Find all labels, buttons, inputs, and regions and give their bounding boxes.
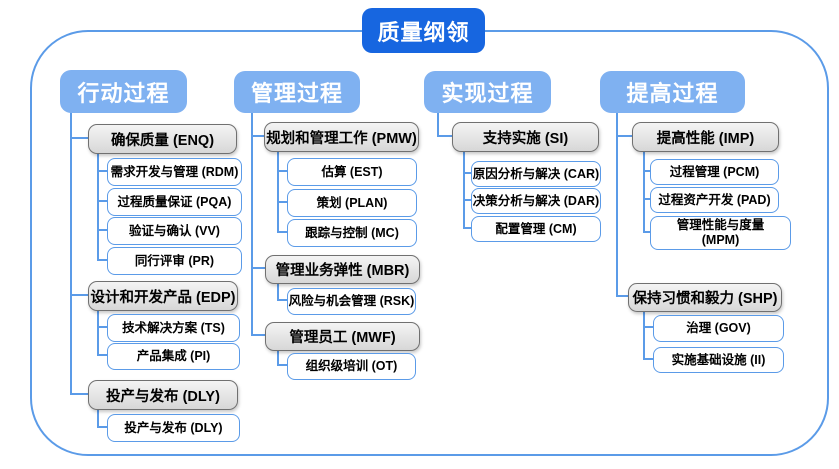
connector-line (70, 112, 72, 395)
item-box-ts: 技术解决方案 (TS) (107, 314, 240, 342)
item-box-dar: 决策分析与解决 (DAR) (471, 188, 601, 214)
connector-line (70, 294, 88, 296)
item-box-est: 估算 (EST) (287, 158, 417, 186)
connector-line (97, 309, 99, 356)
connector-line (251, 113, 253, 336)
connector-line (643, 198, 650, 200)
connector-line (277, 282, 279, 300)
connector-line (97, 152, 99, 261)
item-box-cm: 配置管理 (CM) (471, 216, 601, 242)
connector-line (97, 426, 107, 428)
connector-line (277, 170, 287, 172)
group-box-edp: 设计和开发产品 (EDP) (88, 281, 238, 311)
connector-line (277, 150, 279, 232)
connector-line (70, 393, 88, 395)
group-box-mbr: 管理业务弹性 (MBR) (265, 255, 420, 284)
connector-line (616, 295, 628, 297)
branch-header-action-process: 行动过程 (60, 70, 187, 113)
connector-line (643, 231, 650, 233)
item-box-mpm: 管理性能与度量 (MPM) (650, 216, 791, 250)
connector-line (643, 150, 645, 233)
connector-line (463, 150, 465, 229)
item-box-mc: 跟踪与控制 (MC) (287, 219, 417, 247)
connector-line (70, 137, 88, 139)
connector-line (463, 172, 471, 174)
connector-line (616, 113, 618, 297)
connector-line (97, 229, 107, 231)
connector-line (277, 349, 279, 366)
connector-line (97, 170, 107, 172)
connector-line (97, 408, 99, 428)
item-box-ii: 实施基础设施 (II) (653, 347, 784, 373)
connector-line (277, 201, 287, 203)
item-box-pr: 同行评审 (PR) (107, 247, 242, 275)
diagram-title: 质量纲领 (362, 8, 485, 53)
connector-line (643, 358, 653, 360)
connector-line (437, 113, 439, 137)
connector-line (463, 227, 471, 229)
connector-line (97, 354, 107, 356)
item-box-gov: 治理 (GOV) (653, 315, 784, 342)
connector-line (643, 310, 645, 359)
item-box-dly: 投产与发布 (DLY) (107, 414, 240, 442)
branch-header-improvement-process: 提高过程 (600, 71, 745, 113)
group-box-dly: 投产与发布 (DLY) (88, 380, 238, 410)
item-box-pcm: 过程管理 (PCM) (650, 159, 779, 185)
group-box-si: 支持实施 (SI) (452, 122, 599, 152)
connector-line (463, 199, 471, 201)
connector-line (251, 135, 264, 137)
connector-line (616, 135, 632, 137)
item-box-pi: 产品集成 (PI) (107, 343, 240, 370)
group-box-imp: 提高性能 (IMP) (632, 122, 779, 152)
item-box-ot: 组织级培训 (OT) (287, 353, 416, 380)
item-box-pqa: 过程质量保证 (PQA) (107, 188, 242, 216)
connector-line (97, 200, 107, 202)
connector-line (277, 231, 287, 233)
item-box-plan: 策划 (PLAN) (287, 189, 417, 217)
connector-line (251, 267, 265, 269)
connector-line (277, 364, 287, 366)
item-box-rdm: 需求开发与管理 (RDM) (107, 158, 242, 186)
group-box-mwf: 管理员工 (MWF) (265, 322, 420, 351)
connector-line (437, 135, 452, 137)
branch-header-realization-process: 实现过程 (424, 71, 551, 113)
connector-line (251, 334, 265, 336)
connector-line (97, 326, 107, 328)
group-box-enq: 确保质量 (ENQ) (88, 124, 237, 154)
group-box-pmw: 规划和管理工作 (PMW) (264, 122, 419, 152)
connector-line (643, 170, 650, 172)
branch-header-management-process: 管理过程 (234, 71, 360, 113)
item-box-pad: 过程资产开发 (PAD) (650, 187, 779, 213)
item-box-rsk: 风险与机会管理 (RSK) (287, 288, 416, 315)
item-box-car: 原因分析与解决 (CAR) (471, 161, 601, 187)
connector-line (277, 299, 287, 301)
connector-line (643, 326, 653, 328)
item-box-vv: 验证与确认 (VV) (107, 217, 242, 245)
connector-line (97, 259, 107, 261)
group-box-shp: 保持习惯和毅力 (SHP) (628, 283, 782, 312)
